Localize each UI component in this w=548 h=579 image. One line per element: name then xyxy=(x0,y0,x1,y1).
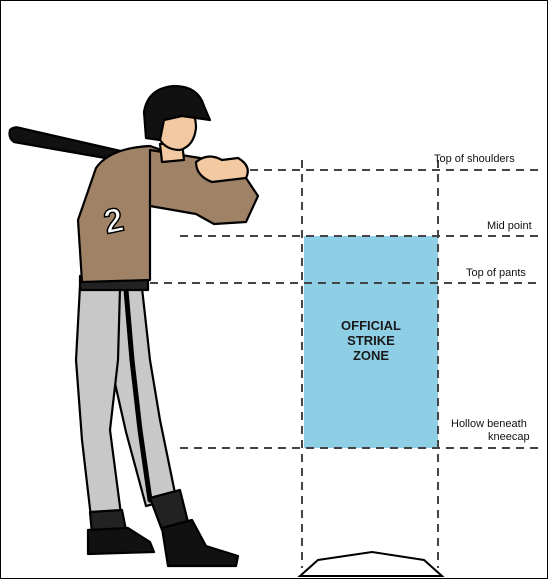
front-leg xyxy=(76,286,122,526)
hands xyxy=(196,156,248,182)
label-mid-point: Mid point xyxy=(487,220,532,233)
label-top-of-pants: Top of pants xyxy=(466,267,526,280)
strike-zone-label: OFFICIAL STRIKE ZONE xyxy=(304,318,438,363)
label-hollow-beneath: Hollow beneath xyxy=(451,418,527,431)
batter-figure xyxy=(10,86,259,566)
zone-label-line3: ZONE xyxy=(304,348,438,363)
zone-label-line1: OFFICIAL xyxy=(304,318,438,333)
label-top-of-shoulders: Top of shoulders xyxy=(434,153,515,166)
home-plate xyxy=(300,552,442,576)
label-kneecap: kneecap xyxy=(488,431,530,444)
zone-label-line2: STRIKE xyxy=(304,333,438,348)
back-shoe xyxy=(162,520,238,566)
front-shoe xyxy=(88,528,154,554)
